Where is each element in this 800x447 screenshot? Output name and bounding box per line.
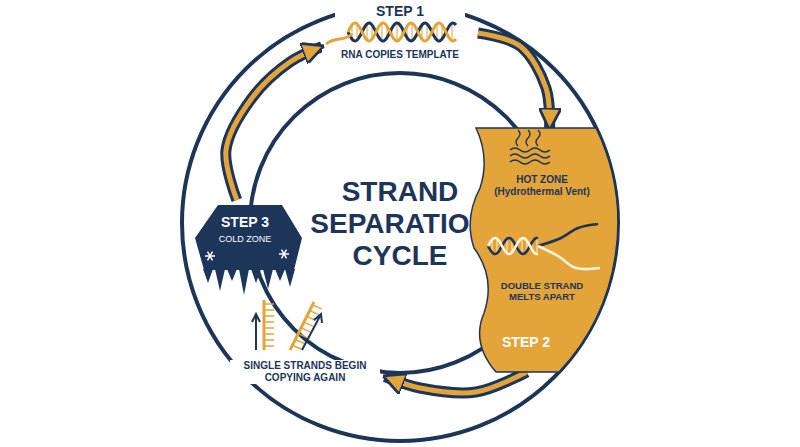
strand-rung — [264, 333, 274, 335]
arrow-outline — [385, 372, 527, 393]
icicle — [227, 269, 237, 281]
strand-rung — [295, 339, 304, 343]
copy-arrow — [302, 314, 322, 350]
outer-ring — [182, 5, 618, 441]
icicle — [215, 269, 225, 291]
icicle — [285, 269, 295, 287]
strand-rung — [264, 315, 274, 317]
helix-rung — [381, 23, 382, 41]
snowflake — [279, 250, 289, 259]
arrow-outline — [226, 47, 322, 200]
icicle — [251, 269, 261, 283]
zone-label: HOT ZONE (Hydrothermal Vent) — [481, 174, 603, 198]
cold-zone-panel — [195, 205, 302, 270]
separated-strand — [538, 224, 598, 246]
copying-strands — [252, 300, 322, 350]
step-label: STEP 2 — [486, 334, 566, 351]
arrow-body — [385, 372, 527, 393]
helix-strand — [348, 23, 456, 41]
heat-wave — [510, 160, 550, 164]
steam-wisp — [516, 130, 520, 146]
separated-strand — [538, 246, 600, 269]
strand-rung — [264, 303, 274, 305]
arrow-body — [226, 47, 322, 200]
strand-rail — [290, 302, 314, 350]
copy-arrow — [252, 314, 260, 350]
step-label: STEP 3 — [195, 214, 295, 231]
snowflake-arm — [208, 252, 213, 261]
heat-wave — [510, 148, 550, 152]
step-label: STEP 1 — [365, 3, 435, 20]
helix-rung — [396, 23, 397, 41]
hot-helix-strand — [488, 238, 538, 254]
cold-zone-node: STEP 3 COLD ZONE SINGLE STRANDS BEGIN COPY… — [190, 200, 385, 392]
dna-helix — [326, 23, 456, 44]
strand-rung — [264, 345, 274, 347]
steam-wisp — [536, 130, 540, 146]
heat-wave — [510, 154, 550, 158]
strand-rung — [264, 309, 274, 311]
hot-helix-rung — [536, 238, 537, 254]
helix-rung — [411, 23, 412, 41]
step-caption: SINGLE STRANDS BEGIN COPYING AGAIN — [230, 360, 380, 384]
strand-rung — [264, 327, 274, 329]
strand-rung — [298, 334, 307, 338]
cycle-arrow — [385, 372, 527, 393]
hot-helix-strand — [488, 238, 538, 254]
arrow-body — [478, 33, 550, 128]
step-node: STEP 1 RNA COPIES TEMPLATE — [322, 2, 478, 64]
steam-wisp — [526, 130, 530, 146]
icicle — [239, 269, 249, 295]
step-caption: RNA COPIES TEMPLATE — [322, 49, 478, 61]
cycle-arrow — [226, 47, 322, 200]
snowflake-arm — [282, 250, 287, 259]
snowflake-arm — [282, 250, 287, 259]
strand-rung — [310, 311, 319, 315]
arrow-outline — [478, 33, 550, 128]
strand-rung — [301, 328, 310, 332]
strand-rung — [304, 322, 313, 326]
strand-rung — [292, 345, 301, 349]
zone-label: COLD ZONE — [195, 234, 295, 245]
step-caption: DOUBLE STRAND MELTS APART — [486, 280, 598, 303]
icicle — [275, 269, 285, 281]
strand-rung — [313, 305, 322, 309]
snowflake — [205, 252, 215, 261]
strand-rung — [264, 321, 274, 323]
melting-dna — [488, 224, 600, 269]
helix-strand — [348, 23, 456, 41]
strand-rail — [263, 300, 266, 350]
ring-gap — [335, 0, 465, 19]
strand-rung — [264, 339, 274, 341]
icicle — [203, 269, 213, 283]
rna-strand — [326, 34, 352, 44]
cycle-arrow — [478, 33, 550, 128]
hot-zone-panel — [470, 128, 618, 372]
helix-rung — [451, 23, 452, 41]
icicle — [263, 269, 273, 289]
hot-zone-node: HOT ZONE (Hydrothermal Vent) DOUBLE STRAN… — [466, 128, 618, 372]
snowflake-arm — [208, 252, 213, 261]
hot-helix-rung — [521, 238, 522, 254]
